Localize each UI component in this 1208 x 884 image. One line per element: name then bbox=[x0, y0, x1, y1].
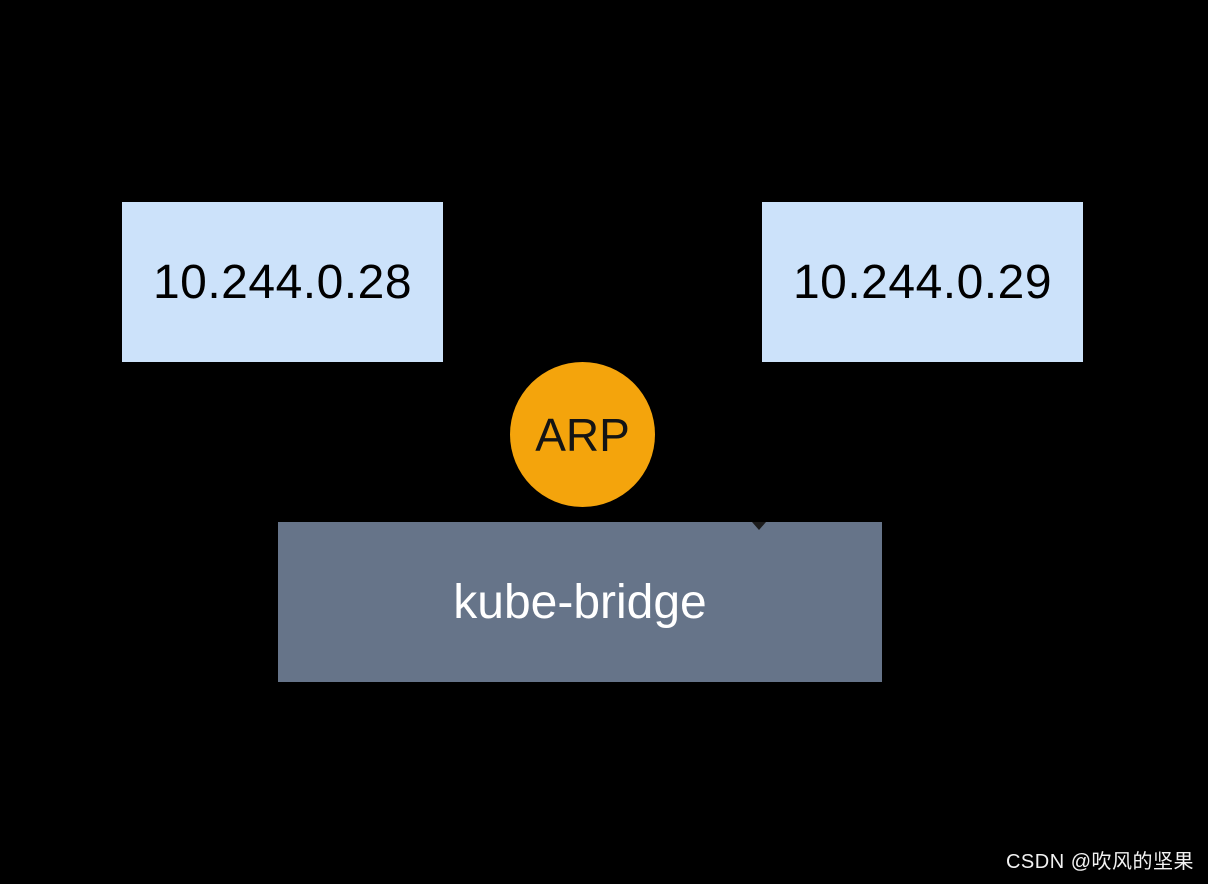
kube-bridge-node: kube-bridge bbox=[278, 522, 882, 682]
arrowhead-down-icon bbox=[752, 522, 766, 530]
arp-node: ARP bbox=[510, 362, 655, 507]
pod-right-ip-label: 10.244.0.29 bbox=[792, 255, 1053, 309]
watermark: CSDN @吹风的坚果 bbox=[1005, 851, 1194, 873]
arp-label: ARP bbox=[535, 408, 630, 461]
pod-left-ip-label: 10.244.0.28 bbox=[152, 255, 413, 309]
pod-node-left: 10.244.0.28 bbox=[122, 202, 443, 362]
kube-bridge-label: kube-bridge bbox=[453, 575, 707, 629]
pod-node-right: 10.244.0.29 bbox=[762, 202, 1083, 362]
